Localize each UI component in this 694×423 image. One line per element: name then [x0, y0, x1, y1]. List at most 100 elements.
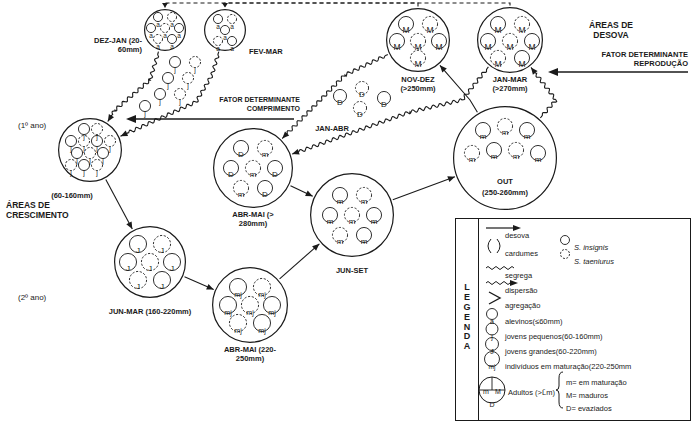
- school-circle: DEZ-JAN (20-60mm)aaaaaaa: [144, 9, 186, 51]
- factor-arrow-head: [126, 115, 136, 123]
- fish-letter: m: [469, 155, 476, 165]
- sample-letter-holder: a: [482, 310, 502, 328]
- fish-letter: a: [149, 32, 153, 40]
- legend-sample: [489, 292, 500, 304]
- fish-letter: j: [159, 98, 161, 107]
- circle-line: [387, 9, 450, 72]
- fish-letter: j: [194, 66, 196, 75]
- fish-letter: j: [70, 169, 72, 178]
- legend-text: agregação: [505, 301, 540, 310]
- fish-letter: M: [435, 42, 442, 52]
- circle-outline: [144, 9, 186, 51]
- fish-circle: D: [233, 140, 249, 156]
- stage-label: JAN-MAR (>270mm): [488, 75, 532, 93]
- fish-circle: m: [356, 227, 372, 243]
- fish-circle: j: [139, 100, 151, 112]
- connector: [108, 52, 159, 122]
- fish-letter-holder: j: [65, 161, 77, 179]
- fish-circle: mj: [229, 278, 247, 296]
- fish-circle: mj: [241, 296, 259, 314]
- fish-letter: j: [179, 98, 181, 107]
- legend-text-holder: segrega: [505, 264, 685, 282]
- fish-circle: j: [91, 123, 103, 135]
- fish-circle: M: [514, 50, 530, 66]
- fish-circle: j: [65, 135, 77, 147]
- fish-letter-holder: m: [257, 143, 273, 161]
- stage-label-holder: NOV-DEZ (>250mm): [395, 75, 441, 95]
- fish-letter-holder: m: [530, 148, 546, 166]
- stage-label-holder: ABR-MAI (220-250mm): [220, 345, 280, 365]
- circle-line: [213, 14, 222, 23]
- connector: [162, 3, 418, 8]
- fish-letter-holder: j: [91, 137, 103, 155]
- legend-text-holder: cardumes: [505, 242, 550, 260]
- fish-letter: m: [480, 132, 487, 142]
- legend-sample: [561, 236, 570, 245]
- legend-sample: [497, 239, 500, 253]
- fish-circle: j: [78, 135, 90, 147]
- fish-letter-holder: j: [84, 149, 96, 167]
- connector: [280, 244, 320, 279]
- stage-label-holder: (60-160mm): [46, 184, 98, 202]
- legend-text: alevinos(≤60mm): [505, 317, 562, 326]
- circle-outline: [58, 118, 122, 182]
- fish-letter-holder: m: [245, 163, 261, 181]
- fish-letter: a: [216, 23, 220, 31]
- fish-letter-holder: mj: [219, 301, 237, 319]
- circle-line: [214, 129, 293, 208]
- fish-circle: a: [227, 36, 237, 46]
- fish-letter-holder: D: [355, 83, 369, 101]
- legend-text: S. insignis: [574, 243, 608, 252]
- fish-circle: j: [162, 72, 174, 84]
- fish-circle: D: [257, 180, 273, 196]
- circle-line: [213, 268, 288, 343]
- stage-label: FEV-MAR: [249, 47, 283, 56]
- circle-line: [167, 12, 176, 21]
- fish-letter: j: [167, 82, 169, 91]
- legend-text: cardumes: [505, 249, 538, 258]
- circle-line: [115, 227, 186, 298]
- fish-circle: m: [519, 122, 535, 138]
- connector-line: [292, 67, 488, 154]
- legend-heading: LEGENDA: [463, 283, 472, 352]
- fish-circle: M: [410, 50, 426, 66]
- fish-letter-holder: M: [431, 36, 447, 54]
- fish-letter-holder: a: [153, 35, 163, 53]
- circle-outline: [114, 226, 186, 298]
- legend-text-holder: S. taeniurus: [574, 250, 684, 268]
- fish-circle: j: [71, 147, 83, 159]
- fish-letter-holder: m: [486, 145, 502, 163]
- sample-letter: D: [489, 401, 494, 410]
- fish-circle: m: [366, 207, 382, 223]
- fish-letter: D: [262, 190, 268, 200]
- fish-circle: a: [160, 23, 170, 33]
- fish-letter: j: [144, 110, 146, 119]
- fish-letter: j: [76, 157, 78, 166]
- fish-circle: j: [84, 147, 96, 159]
- arrow-head: [121, 131, 129, 137]
- circle-outline: [174, 23, 184, 33]
- fish-circle: a: [167, 12, 177, 22]
- fish-circle: j: [174, 88, 186, 100]
- legend-heading-holder: LEGENDA: [461, 283, 473, 353]
- legend-text-holder: indivíduos em maturação(220-250mm: [505, 355, 685, 373]
- fish-circle: a: [213, 14, 223, 24]
- legend-text: Adultos (>L̄m): [508, 388, 555, 397]
- fish-letter: m: [524, 132, 531, 142]
- circle-outline: [167, 34, 177, 44]
- fish-letter-holder: D: [223, 163, 239, 181]
- fish-letter: J: [126, 264, 130, 274]
- fish-letter: D: [359, 90, 365, 100]
- legend-sample: [492, 377, 493, 390]
- fish-letter: D: [337, 98, 343, 108]
- fish-letter-holder: a: [213, 37, 223, 55]
- brace-note-holder: D= evaziados: [566, 397, 676, 415]
- fish-letter: m: [238, 190, 245, 200]
- stage-label-holder: OUT: [470, 170, 540, 188]
- circle-line: [220, 25, 229, 34]
- fish-letter: mj: [234, 327, 241, 336]
- circle-outline: [227, 14, 237, 24]
- fish-letter: M: [402, 25, 409, 35]
- fish-circle: m: [332, 227, 348, 243]
